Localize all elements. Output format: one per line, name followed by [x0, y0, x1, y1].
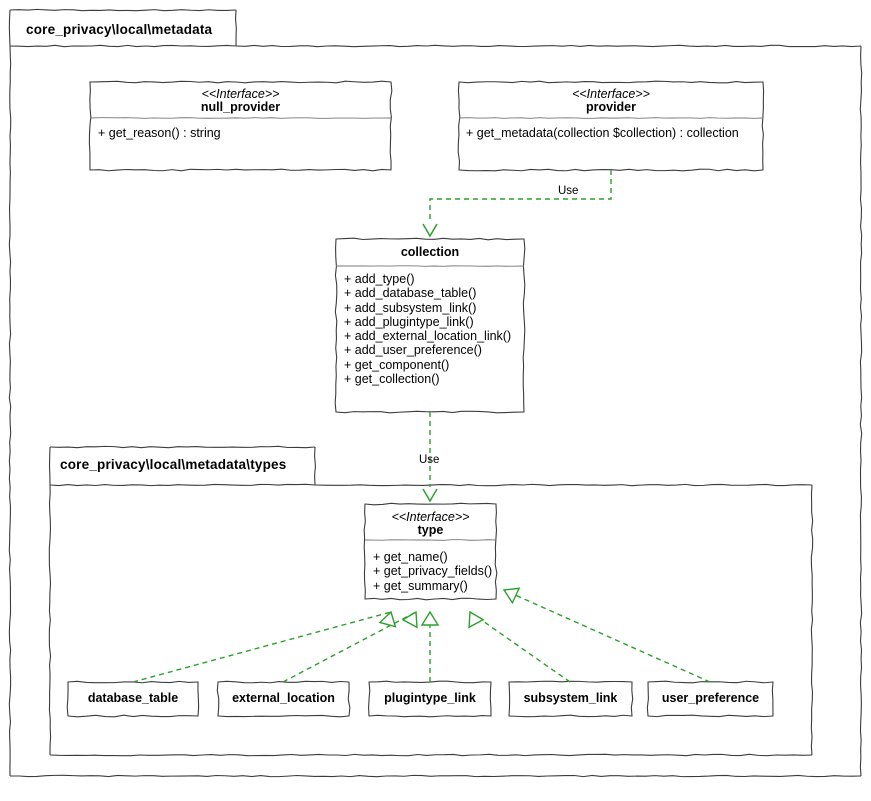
package-tab-top	[49, 445, 316, 449]
package-body-left	[48, 484, 52, 756]
class-collection-member-3: + add_plugintype_link()	[344, 314, 474, 329]
class-external_location-name[interactable]: external_location	[232, 691, 335, 705]
package-title-types: core_privacy\local\metadata\types	[60, 457, 287, 472]
class-collection-member-4: + add_external_location_link()	[344, 329, 512, 344]
package-body-left	[8, 45, 12, 777]
relationship-provider-uses-collection	[429, 170, 612, 222]
class-type[interactable]: <<Interface>> type + get_name() + get_pr…	[365, 504, 496, 599]
relationship-subsystem_link-realizes-type	[469, 611, 571, 683]
package-body-bottom	[9, 774, 862, 778]
class-type-member-1: + get_privacy_fields()	[373, 564, 493, 579]
package-tab-top	[9, 8, 237, 12]
class-type-stereotype: <<Interface>>	[391, 510, 470, 524]
class-collection[interactable]: collection + add_type() + add_database_t…	[336, 239, 524, 412]
class-collection-member-1: + add_database_table()	[344, 286, 477, 301]
relationship-user_preference-realizes-type	[503, 589, 711, 683]
class-collection-member-2: + add_subsystem_link()	[344, 300, 477, 315]
class-null_provider-member-0: + get_reason() : string	[98, 126, 221, 140]
class-plugintype_link-name[interactable]: plugintype_link	[384, 691, 476, 705]
class-collection-members: + add_type() + add_database_table() + ad…	[344, 272, 524, 386]
class-type-name: type	[417, 523, 444, 537]
package-body-top	[235, 44, 862, 48]
class-null_provider[interactable]: <<Interface>> null_provider + get_reason…	[90, 82, 391, 170]
package-pkg-types	[48, 445, 814, 757]
edge-label-collection-uses-type: Use	[419, 454, 440, 466]
class-collection-member-6: + get_component()	[344, 357, 450, 372]
class-collection-member-5: + add_user_preference()	[344, 343, 482, 358]
package-tab-left	[8, 9, 11, 47]
package-body-bottom	[49, 753, 813, 757]
class-null_provider-name: null_provider	[200, 100, 281, 114]
relationship-database_table-realizes-type	[132, 611, 392, 683]
arrowhead-database_table-realizes-type	[378, 610, 397, 628]
package-tab-right	[234, 9, 237, 47]
relationship-external_location-realizes-type	[282, 611, 417, 683]
class-collection-member-7: + get_collection()	[344, 372, 440, 387]
edge-label-provider-uses-collection: Use	[558, 185, 579, 197]
class-provider[interactable]: <<Interface>> provider + get_metadata(co…	[459, 82, 763, 170]
package-tab-bottom	[49, 483, 316, 487]
class-type-members: + get_name() + get_privacy_fields() + ge…	[373, 550, 497, 593]
class-type-member-0: + get_name()	[373, 550, 448, 564]
class-user_preference-name[interactable]: user_preference	[661, 691, 760, 705]
class-subsystem_link-name[interactable]: subsystem_link	[523, 691, 618, 705]
class-null_provider-stereotype: <<Interface>>	[201, 87, 280, 101]
arrowhead-subsystem_link-realizes-type	[468, 610, 485, 629]
class-database_table-name[interactable]: database_table	[87, 691, 179, 705]
class-type-member-2: + get_summary()	[373, 578, 468, 593]
package-tab-bottom	[9, 44, 237, 48]
package-body-right	[859, 45, 863, 777]
arrowhead-plugintype_link-realizes-type	[420, 610, 440, 626]
package-body-top	[314, 483, 813, 487]
package-tab-right	[314, 446, 317, 486]
class-collection-member-0: + add_type()	[344, 272, 415, 286]
arrowhead-collection-uses-type	[422, 488, 438, 503]
package-body-right	[810, 484, 814, 756]
class-collection-name: collection	[400, 245, 460, 259]
class-provider-stereotype: <<Interface>>	[572, 87, 650, 101]
arrowhead-external_location-realizes-type	[401, 610, 418, 629]
package-tab-left	[48, 446, 51, 486]
class-provider-name: provider	[585, 100, 636, 114]
package-title-metadata: core_privacy\local\metadata	[26, 22, 213, 37]
class-provider-member-0: + get_metadata(collection $collection) :…	[466, 126, 739, 140]
arrowhead-provider-uses-collection	[422, 223, 438, 238]
arrowhead-user_preference-realizes-type	[502, 587, 521, 605]
